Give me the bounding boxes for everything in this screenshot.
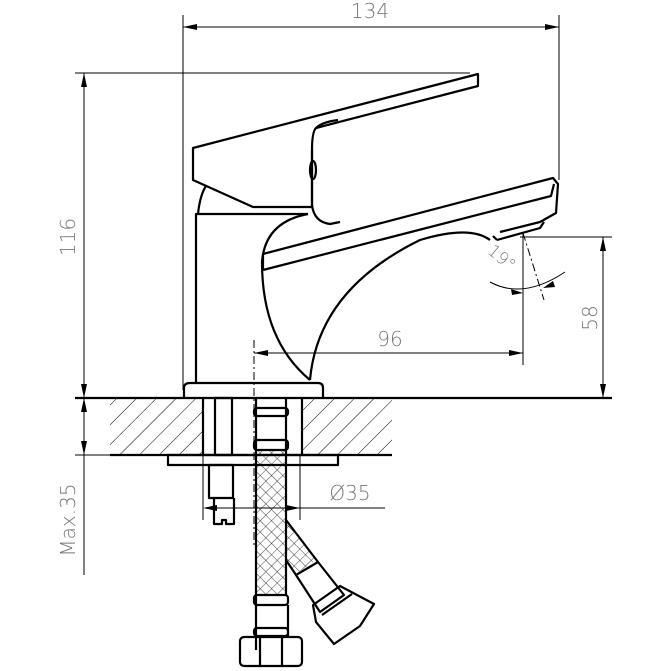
spout-reach-label: 96 (377, 327, 402, 351)
countertop-section (75, 396, 612, 457)
faucet-body (182, 72, 560, 398)
lever-handle (191, 72, 480, 209)
dimension-height (75, 72, 470, 575)
dimension-width (182, 15, 560, 390)
spout (262, 176, 560, 256)
hole-diameter-label: Ø35 (329, 481, 370, 505)
dimension-spout-reach (254, 233, 524, 365)
dimension-hole-diameter (202, 455, 385, 520)
spout-height-label: 58 (578, 305, 602, 330)
angle-label: 19° (483, 241, 519, 276)
height-label: 116 (56, 218, 80, 256)
dimension-angle (489, 232, 566, 301)
mounting-hardware (166, 396, 376, 668)
dimension-spout-height (520, 236, 612, 398)
width-label: 134 (351, 0, 389, 23)
max-thickness-label: Max.35 (56, 483, 80, 556)
